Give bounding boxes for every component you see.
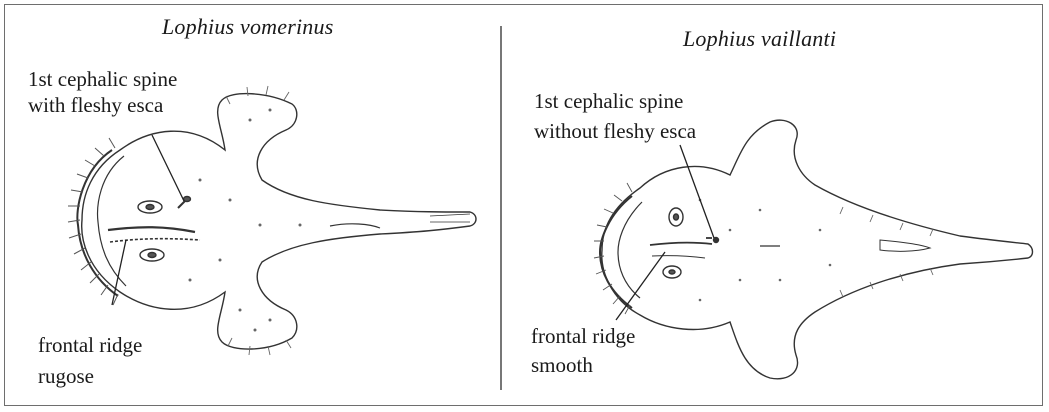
right-fish-illustration: [594, 120, 1033, 379]
right-fish-body: [602, 120, 1033, 379]
left-spine-label-line1: 1st cephalic spine: [28, 66, 177, 92]
left-fish-illustration: [68, 86, 476, 355]
right-ridge-pointer: [616, 252, 665, 320]
right-spine-pointer: [680, 145, 714, 238]
right-fish-jaw: [600, 196, 632, 308]
right-ridge-label-line1: frontal ridge: [531, 323, 635, 349]
right-species-title: Lophius vaillanti: [683, 26, 836, 52]
left-ridge-label-line2: rugose: [38, 363, 94, 389]
left-fish-body: [82, 94, 476, 349]
left-spine-label-line2: with fleshy esca: [28, 92, 163, 118]
right-spine-label-line2: without fleshy esca: [534, 118, 696, 144]
left-species-title: Lophius vomerinus: [162, 14, 333, 40]
left-spine-pointer: [152, 135, 184, 201]
right-spine-label-line1: 1st cephalic spine: [534, 88, 683, 114]
left-ridge-label-line1: frontal ridge: [38, 332, 142, 358]
right-ridge-label-line2: smooth: [531, 352, 593, 378]
